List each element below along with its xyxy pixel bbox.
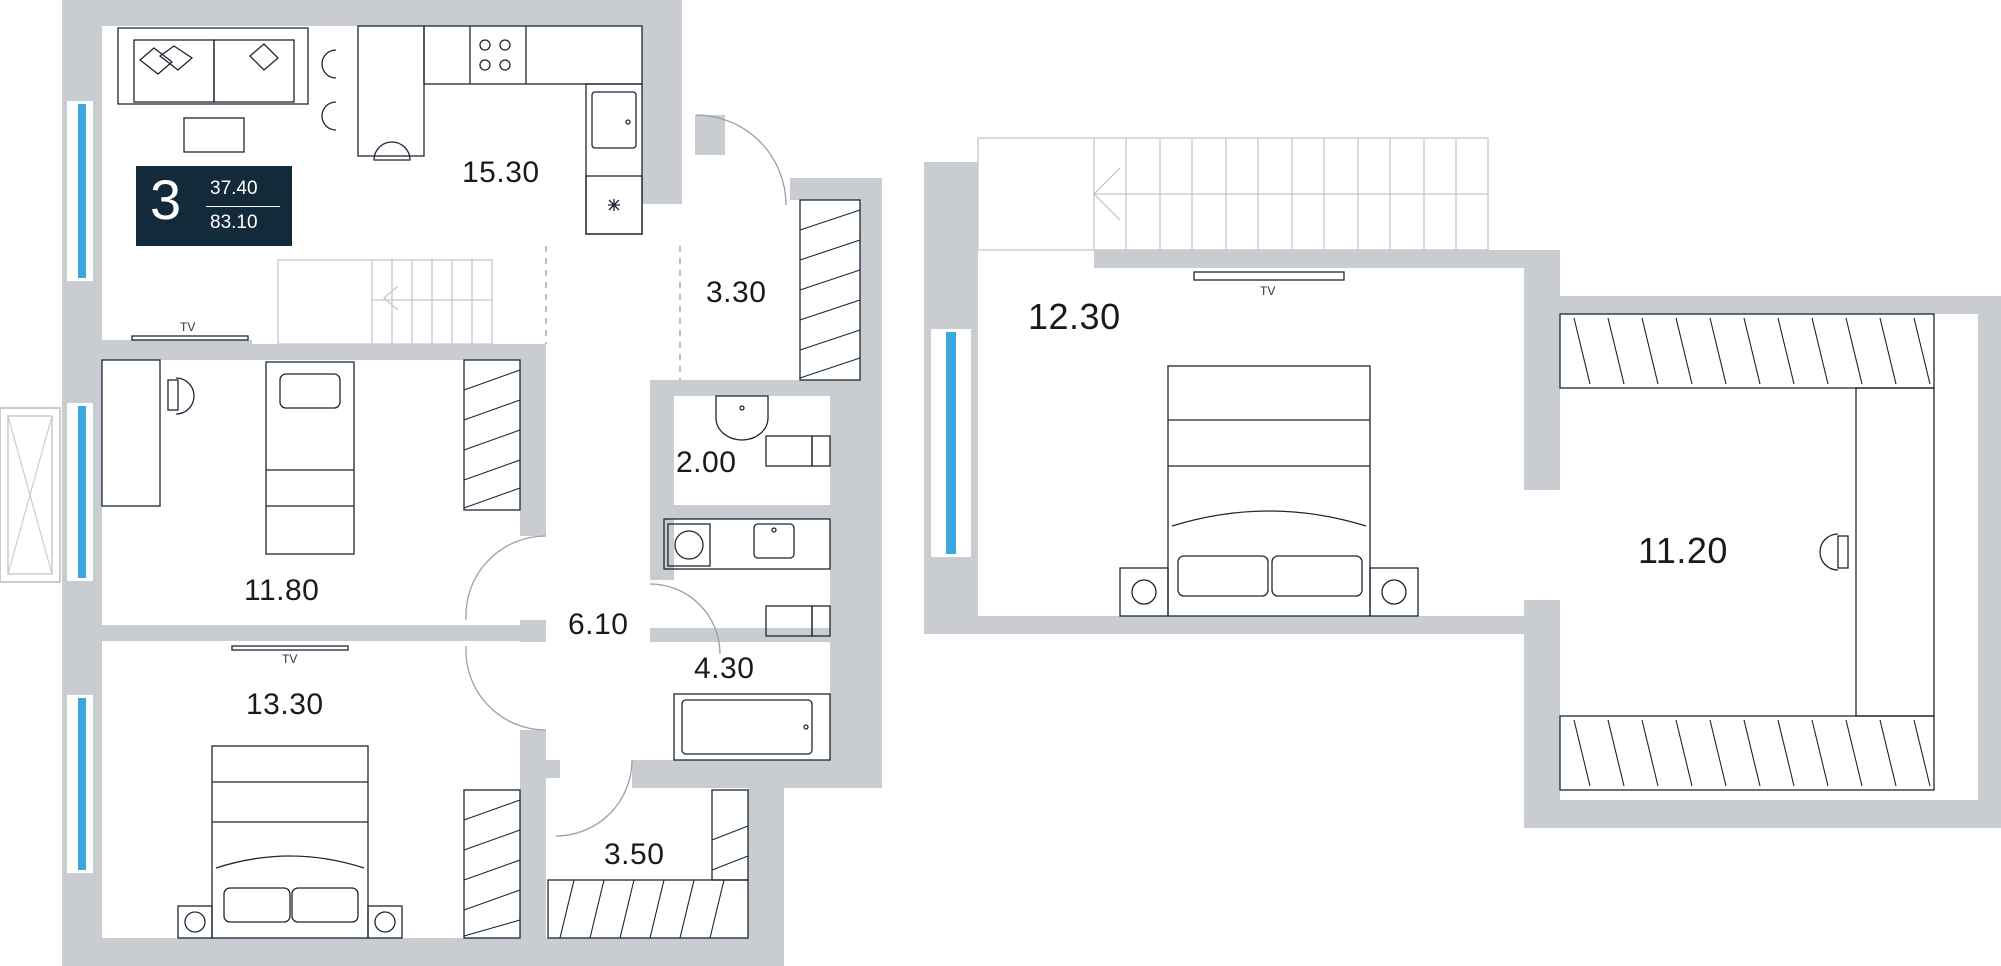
walls-left-floor (62, 0, 882, 966)
walls-right-floor (924, 162, 2001, 828)
room-area-attic-room: 11.20 (1638, 530, 1728, 571)
room-count: 3 (150, 168, 182, 231)
room-area-wardrobe: 3.30 (706, 276, 767, 309)
wardrobe-hatching (463, 209, 861, 939)
badge-divider (206, 206, 280, 207)
attic-hatching (1573, 317, 1931, 787)
windows (0, 99, 973, 875)
room-area-bedroom-1: 11.80 (244, 574, 320, 607)
tv-label-bedroom-2: TV (282, 652, 298, 666)
furniture (101, 25, 861, 939)
room-area-attic-bedroom: 12.30 (1028, 296, 1121, 337)
attic-furniture (977, 137, 1935, 791)
room-area-hallway: 6.10 (568, 608, 629, 641)
room-area-kitchen-living: 15.30 (462, 156, 540, 189)
apartment-badge: 3 37.40 83.10 (136, 166, 292, 246)
room-area-bedroom-2: 13.30 (246, 688, 324, 721)
total-area: 83.10 (210, 212, 258, 233)
tv-label-attic: TV (1260, 284, 1276, 298)
living-area: 37.40 (210, 178, 258, 199)
room-area-bathroom: 4.30 (694, 652, 755, 685)
room-area-toilet: 2.00 (676, 446, 737, 479)
room-area-storage: 3.50 (604, 838, 665, 871)
tv-label-kitchen: TV (180, 320, 196, 334)
